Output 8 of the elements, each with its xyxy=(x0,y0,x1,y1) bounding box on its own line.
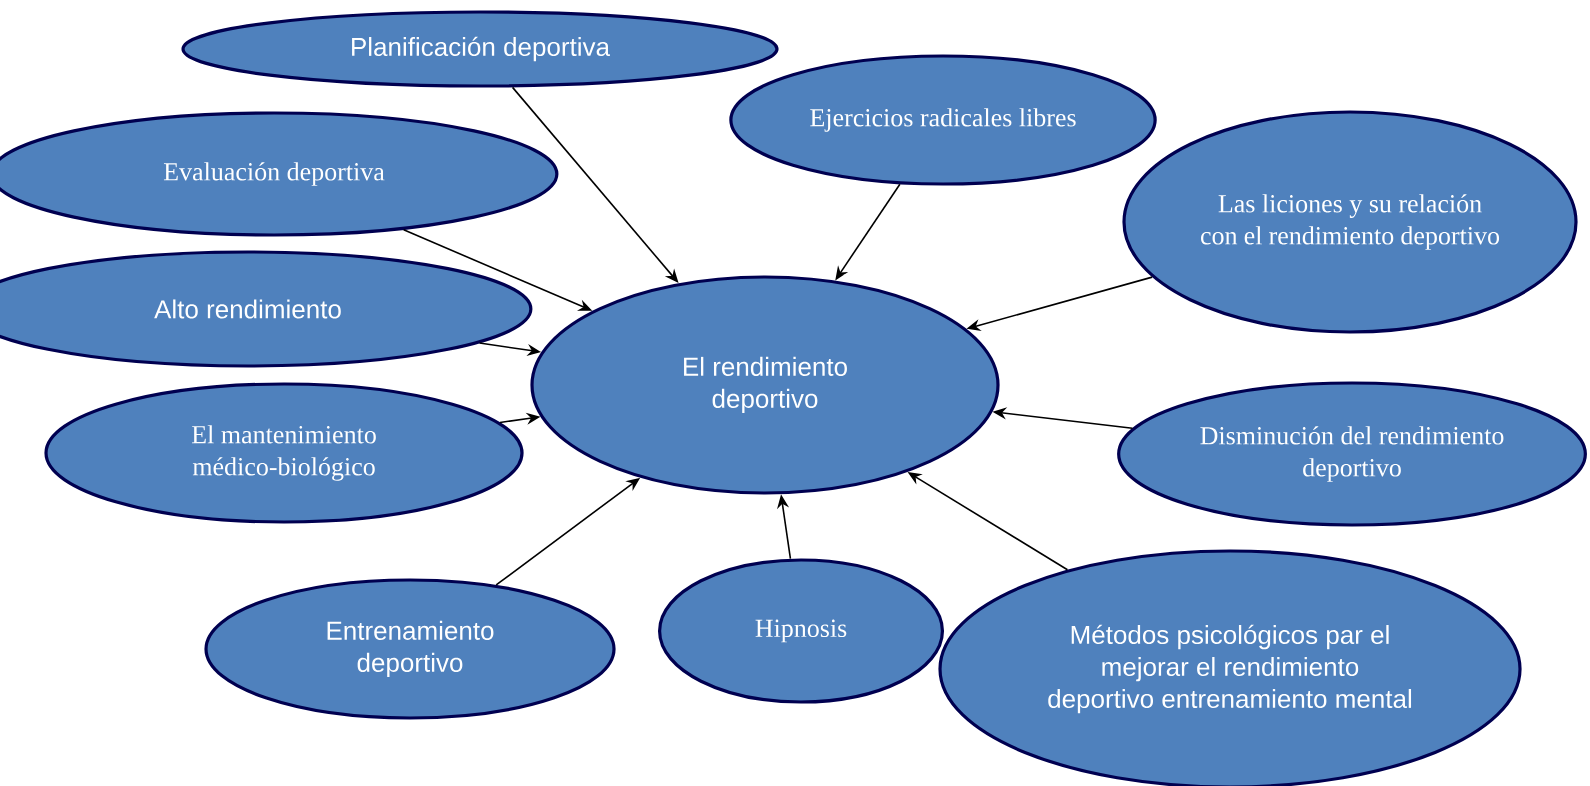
ellipse-node: El rendimiento deportivo xyxy=(530,275,1000,495)
ellipse-node: Disminución del rendimiento deportivo xyxy=(1117,381,1587,527)
ellipse-node: Hipnosis xyxy=(658,558,945,704)
ellipse-node: Planificación deportiva xyxy=(181,10,779,88)
ellipse-node: Ejercicios radicales libres xyxy=(729,54,1157,186)
ellipse-node: Las liciones y su relación con el rendimiento deportivo xyxy=(1122,110,1578,334)
ellipse-node: El mantenimiento médico-biológico xyxy=(44,382,524,524)
ellipse-node: Entrenamiento deportivo xyxy=(204,578,616,720)
